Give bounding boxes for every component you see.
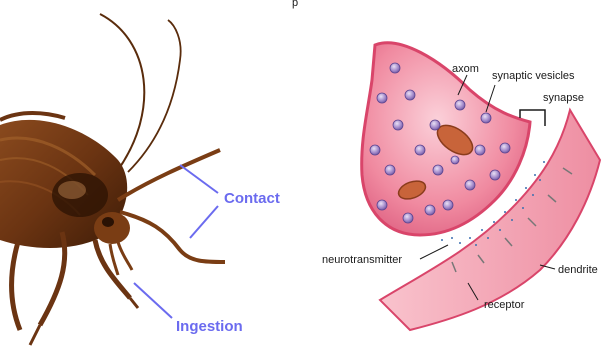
neurotransmitter-leader <box>420 245 448 259</box>
contact-pointer-lower <box>190 206 218 238</box>
cockroach-illustration <box>0 14 225 345</box>
contact-pointer-upper <box>180 165 218 193</box>
contact-label: Contact <box>224 190 280 207</box>
header-fragment: p <box>292 0 298 9</box>
synapse-illustration <box>362 43 600 330</box>
synaptic-vesicles-label: synaptic vesicles <box>492 70 575 82</box>
neurotransmitter-label: neurotransmitter <box>322 254 402 266</box>
dendrite-label: dendrite <box>558 264 598 276</box>
ingestion-label: Ingestion <box>176 318 243 335</box>
receptor-label: receptor <box>484 299 525 311</box>
synapse-label: synapse <box>543 92 584 104</box>
axon-label: axom <box>452 63 479 75</box>
ingestion-pointer <box>134 283 172 318</box>
